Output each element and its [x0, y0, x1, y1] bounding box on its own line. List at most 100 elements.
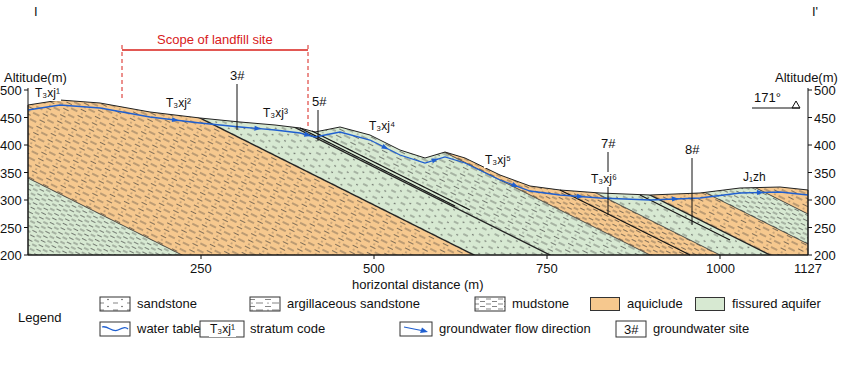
site-label: 5#: [312, 94, 326, 109]
strike-symbol: [792, 101, 800, 108]
flow-arrow: [381, 144, 388, 149]
flow-arrow: [172, 117, 179, 122]
scope-bracket: [308, 45, 309, 128]
stratum-boundary: [28, 32, 808, 367]
tick: [201, 255, 202, 259]
stratum-boundary: [28, 0, 808, 274]
tick-label: 250: [0, 221, 22, 236]
stratum-hatch: [28, 0, 808, 334]
tick-label: 400: [814, 138, 836, 153]
scope-bracket: [122, 49, 308, 50]
tick: [808, 255, 812, 256]
tick-label: 450: [814, 111, 836, 126]
legend-text: sandstone: [137, 296, 197, 311]
legend-sample: 3#: [624, 322, 638, 337]
legend-title: Legend: [18, 310, 61, 325]
stratum-band: [28, 0, 808, 274]
axis-title: horizontal distance (m): [352, 277, 484, 292]
tick-label: 200: [0, 248, 22, 263]
tick: [720, 255, 721, 259]
stratum-boundary: [28, 0, 808, 244]
scope-bracket: [122, 45, 123, 101]
legend-swatch: [695, 297, 725, 311]
stratum-code: T₃xj³: [262, 106, 289, 121]
tick-label: 300: [0, 193, 22, 208]
tick: [24, 145, 28, 146]
site-label: 7#: [601, 136, 615, 151]
axis-title: Altitude(m): [4, 70, 67, 85]
fault-line: [312, 131, 470, 210]
tick: [24, 227, 28, 228]
stratum-code: T₃xj⁵: [484, 153, 512, 168]
site-marker: [237, 84, 238, 130]
legend-text: aquiclude: [627, 296, 683, 311]
tick: [808, 145, 812, 146]
legend-text: stratum code: [250, 321, 325, 336]
legend-text: fissured aquifer: [732, 296, 821, 311]
flow-arrow: [511, 182, 518, 187]
stratum-hatch: [28, 0, 808, 367]
water-table: [28, 105, 808, 200]
stratum-hatch: [28, 0, 808, 367]
tick: [808, 172, 812, 173]
tick-label: 400: [0, 138, 22, 153]
section-outline: [28, 100, 808, 255]
stratum-band: [28, 0, 808, 334]
tick-label: 500: [363, 261, 385, 276]
stratum-band: [28, 0, 808, 367]
tick-label: 750: [536, 261, 558, 276]
axis: [28, 255, 808, 256]
stratum-boundary: [28, 0, 808, 299]
stratum-band: [28, 0, 808, 299]
tick: [808, 200, 812, 201]
flow-arrow: [304, 132, 311, 137]
stratum-code: J₁zh: [742, 170, 767, 185]
tick: [24, 90, 28, 91]
tick: [24, 117, 28, 118]
stratum-boundary: [28, 0, 808, 214]
tick: [808, 227, 812, 228]
stratum-code: T₃xj²: [165, 96, 192, 111]
stratum-hatch: [28, 0, 808, 299]
stratum-code: T₃xj⁴: [368, 119, 396, 134]
legend-text: groundwater site: [653, 321, 749, 336]
tick-label: 450: [0, 111, 22, 126]
stratum-band: [28, 0, 808, 367]
flow-arrow: [254, 126, 261, 131]
tick: [24, 172, 28, 173]
stratum-code: T₃xj¹: [34, 86, 61, 101]
strike-angle: 171°: [754, 90, 781, 105]
tick-label: 350: [814, 166, 836, 181]
legend-samples: [100, 297, 646, 337]
tick: [24, 200, 28, 201]
stratum-hatch: [28, 0, 808, 244]
stratum-band: [28, 0, 808, 214]
tick-label: 250: [190, 261, 212, 276]
tick-label: 1127: [794, 261, 822, 276]
legend-text: groundwater flow direction: [439, 321, 591, 336]
legend-swatch: [590, 297, 620, 311]
tick: [547, 255, 548, 259]
stratum-hatch: [28, 0, 808, 214]
legend-text: mudstone: [512, 296, 569, 311]
stratum-code: T₃xj⁶: [590, 172, 618, 187]
flow-arrow: [577, 194, 584, 199]
tick: [374, 255, 375, 259]
tick-label: 500: [0, 83, 22, 98]
legend-text: water table: [137, 321, 201, 336]
site-label: 3#: [230, 68, 244, 83]
overlay: [24, 45, 812, 259]
flow-arrow: [672, 197, 679, 202]
legend-sample: T₃xj¹: [209, 322, 236, 337]
axis-title: Altitude(m): [775, 70, 838, 85]
stratum-boundary: [28, 0, 808, 334]
tick: [24, 255, 28, 256]
tick-label: 500: [814, 83, 836, 98]
tick: [808, 90, 812, 91]
tick-label: 1000: [706, 261, 735, 276]
section-mark: I': [812, 4, 818, 19]
axis: [28, 88, 29, 255]
site-label: 8#: [685, 142, 699, 157]
stratum-band: [28, 0, 808, 244]
